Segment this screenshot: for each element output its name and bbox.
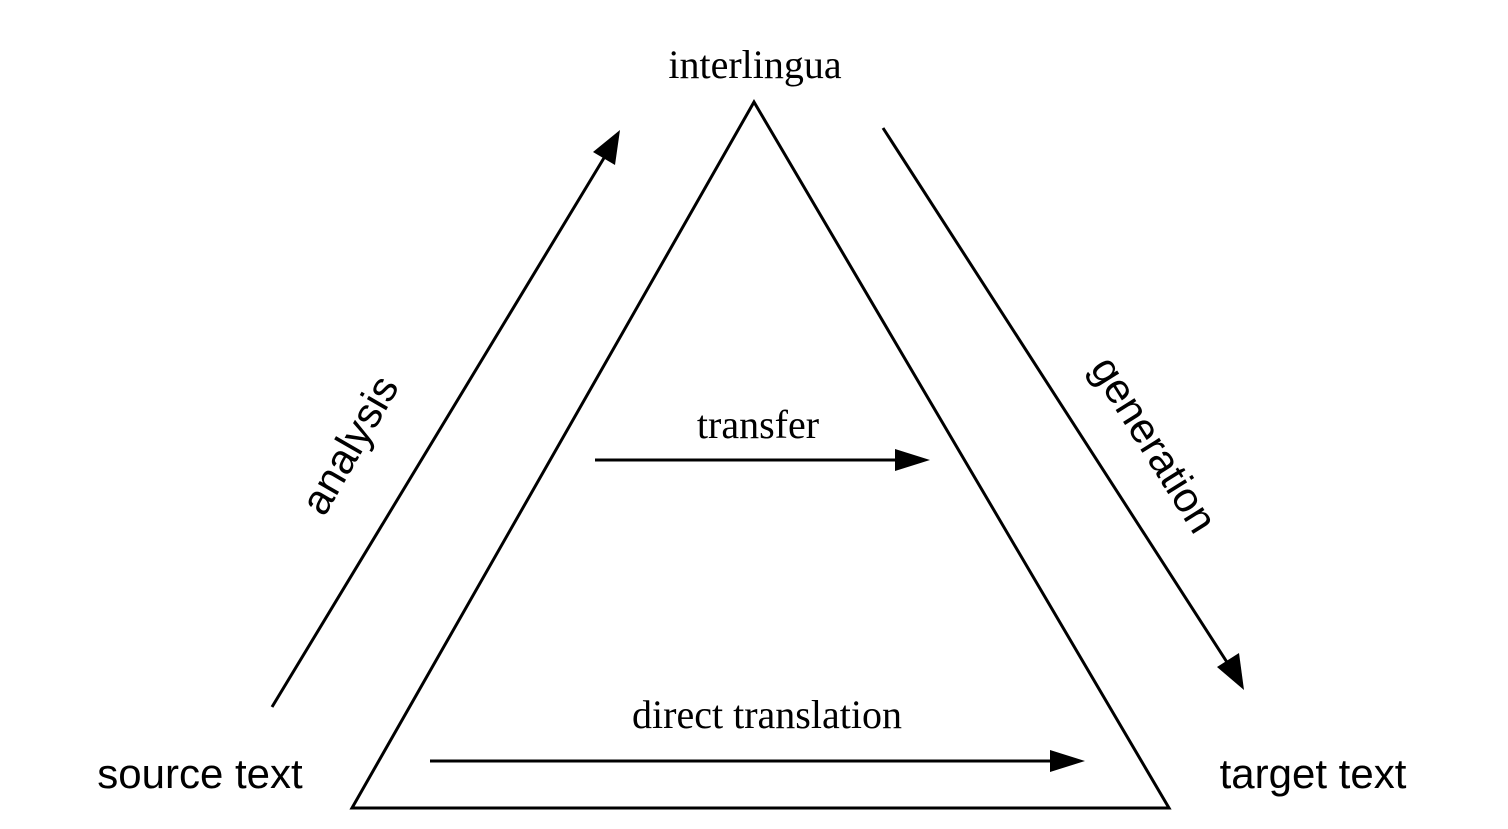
pyramid-triangle [349,99,1172,810]
generation-arrowhead [1217,653,1244,690]
generation-arrow-line [881,127,1234,671]
source-text-label: source text [97,750,303,797]
transfer-arrowhead [895,449,930,471]
analysis-arrowhead [593,130,620,165]
target-text-label: target text [1220,750,1407,797]
analysis-label: analysis [291,367,408,522]
interlingua-label: interlingua [668,42,842,87]
analysis-arrow-line [270,147,612,708]
generation-label: generation [1082,348,1227,541]
direct-translation-label: direct translation [632,692,902,737]
transfer-label: transfer [697,402,819,447]
direct-translation-arrowhead [1050,750,1085,772]
